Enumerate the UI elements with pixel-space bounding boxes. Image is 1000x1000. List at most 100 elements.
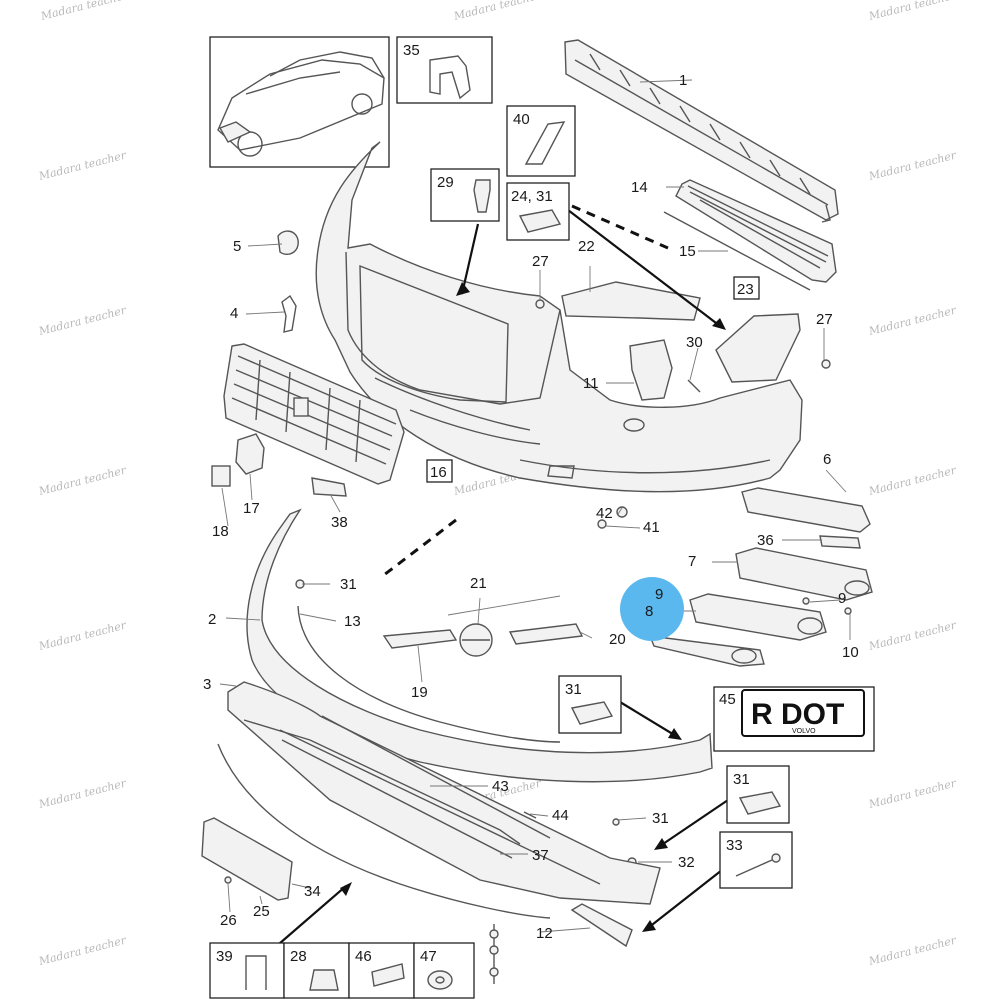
fog-lamp-grille-7	[735, 547, 873, 601]
callout-11: 11	[583, 375, 599, 392]
box-33: 33	[719, 831, 793, 889]
callout-12: 12	[536, 925, 553, 942]
watermark: Madara teacher	[37, 149, 128, 184]
radiator-grille	[223, 343, 405, 485]
clip-18	[211, 465, 231, 487]
box-label: 16	[430, 464, 447, 481]
callout-15: 15	[679, 243, 696, 260]
box-35: 35	[396, 36, 493, 104]
callout-32: 32	[678, 854, 695, 871]
watermark: Madara teacher	[452, 0, 543, 23]
highlight-marker	[620, 577, 684, 641]
callout-42: 42	[596, 505, 613, 522]
leader-lines	[219, 79, 851, 933]
callout-2: 2	[208, 611, 216, 628]
part-boxes: 35 40 29 24, 31 23 16 31	[209, 36, 875, 999]
connector-lines	[271, 204, 729, 951]
license-plate-holder-25	[201, 817, 293, 901]
watermark: Madara teacher	[867, 304, 958, 339]
box-31-b: 31	[726, 765, 790, 824]
watermark: Madara teacher	[37, 619, 128, 654]
callout-20: 20	[609, 631, 626, 648]
callout-5: 5	[233, 238, 241, 255]
callout-38: 38	[331, 514, 348, 531]
box-28: 28	[283, 942, 350, 999]
emblem-holder-17	[235, 433, 265, 475]
callout-14: 14	[631, 179, 648, 196]
callout-labels: 1 2 3 4 5 6 7 8 9 9 10 11 12 13 14 15 17…	[203, 72, 859, 942]
box-39: 39	[209, 942, 285, 999]
clip-33-stack	[489, 924, 499, 984]
strip-37	[281, 739, 513, 859]
watermark: Madara teacher	[867, 777, 958, 812]
bracket-22	[561, 281, 701, 321]
callout-6: 6	[823, 451, 831, 468]
watermark: Madara teacher	[867, 619, 958, 654]
watermark: Madara teacher	[39, 0, 130, 23]
box-29: 29	[430, 168, 500, 222]
strip-43	[321, 715, 551, 839]
fog-lamp-grille-36	[819, 535, 861, 549]
callout-9b: 9	[838, 590, 846, 607]
callout-9a: 9	[655, 586, 663, 603]
box-label: 35	[403, 42, 420, 59]
callout-13: 13	[344, 613, 361, 630]
callout-1: 1	[679, 72, 687, 89]
lower-trim-34	[217, 743, 551, 919]
callout-31a: 31	[340, 576, 357, 593]
box-label: 39	[216, 948, 233, 965]
undertray-3	[227, 681, 661, 905]
box-label: 31	[565, 681, 582, 698]
badge-brand: VOLVO	[792, 728, 816, 735]
box-23: 23	[733, 276, 760, 300]
box-label: 29	[437, 174, 454, 191]
watermark: Madara teacher	[867, 464, 958, 499]
callout-31b: 31	[652, 810, 669, 827]
box-45: 45 R DOT VOLVO	[713, 686, 875, 752]
callout-19: 19	[411, 684, 428, 701]
callout-26: 26	[220, 912, 237, 929]
fog-lamp-grille-8	[648, 593, 827, 667]
callout-44: 44	[552, 807, 569, 824]
callout-30: 30	[686, 334, 703, 351]
box-31-a: 31	[558, 675, 622, 734]
callout-27b: 27	[816, 311, 833, 328]
callout-17: 17	[243, 500, 260, 517]
callout-25: 25	[253, 903, 270, 920]
box-24-31: 24, 31	[506, 182, 570, 241]
callout-7: 7	[688, 553, 696, 570]
box-40: 40	[506, 105, 576, 177]
watermark: Madara teacher	[37, 464, 128, 499]
callout-37: 37	[532, 847, 549, 864]
box-16: 16	[426, 459, 453, 483]
badge-text: R DOT	[751, 698, 844, 731]
spoiler-lip-2	[246, 508, 713, 783]
box-label: 23	[737, 281, 754, 298]
front-bumper-cover	[315, 141, 803, 493]
callout-36: 36	[757, 532, 774, 549]
watermark: Madara teacher	[867, 149, 958, 184]
box-label: 28	[290, 948, 307, 965]
box-label: 46	[355, 948, 372, 965]
trim-strip-20	[508, 623, 584, 645]
box-label: 45	[719, 691, 736, 708]
box-label: 40	[513, 111, 530, 128]
clip-44	[523, 811, 537, 819]
strip-12	[570, 903, 633, 948]
box-label: 24, 31	[511, 188, 553, 205]
callout-34: 34	[304, 883, 321, 900]
box-46: 46	[348, 942, 415, 999]
lower-grille-center	[663, 179, 837, 291]
bracket-4	[281, 294, 297, 333]
callout-43: 43	[492, 778, 509, 795]
callout-8: 8	[645, 603, 653, 620]
callout-3: 3	[203, 676, 211, 693]
bracket-23	[715, 313, 801, 383]
callout-21: 21	[470, 575, 487, 592]
callout-10: 10	[842, 644, 859, 661]
bracket-38	[311, 477, 347, 497]
bumper-reinforcement-beam	[564, 39, 839, 223]
trim-strip-19	[382, 629, 458, 649]
vehicle-thumbnail	[209, 36, 390, 168]
